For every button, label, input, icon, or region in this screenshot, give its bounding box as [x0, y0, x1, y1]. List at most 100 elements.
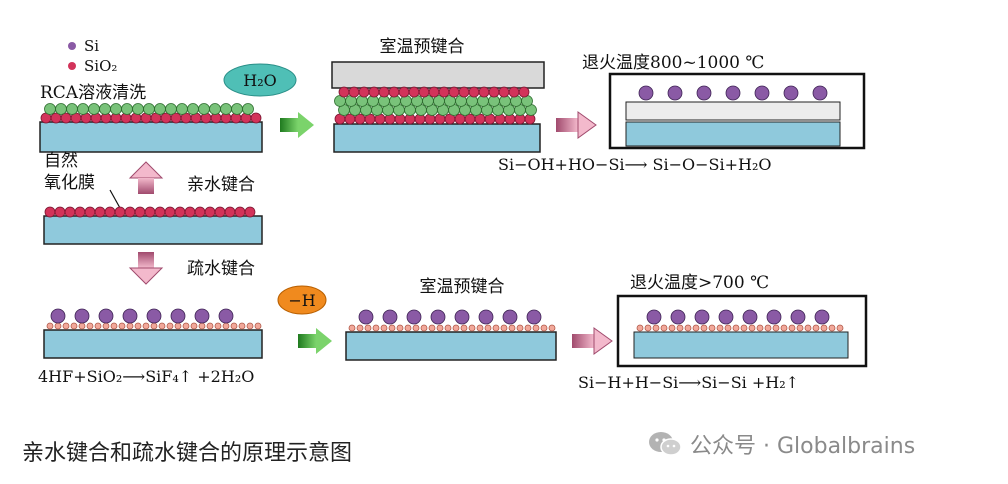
- atom: [756, 324, 764, 332]
- atom: [428, 324, 436, 332]
- atom: [548, 324, 556, 332]
- atom: [206, 322, 214, 330]
- atom: [836, 324, 844, 332]
- atom: [478, 309, 494, 325]
- atom: [170, 308, 186, 324]
- atom: [652, 324, 660, 332]
- atom: [165, 103, 177, 115]
- atom: [220, 103, 232, 115]
- atom: [121, 103, 133, 115]
- atom: [812, 85, 828, 101]
- atom: [102, 322, 110, 330]
- atom: [198, 103, 210, 115]
- atom: [150, 322, 158, 330]
- h-bubble-label: −H: [288, 291, 315, 310]
- substrate-top-right: [625, 121, 841, 147]
- atom: [460, 324, 468, 332]
- wechat-icon: [649, 432, 682, 456]
- atom: [646, 309, 662, 325]
- top-right-equation: Si−OH+HO−Si⟶ Si−O−Si+H₂O: [498, 155, 772, 174]
- atom: [84, 206, 96, 218]
- atom: [518, 86, 530, 98]
- atom: [198, 322, 206, 330]
- watermark: 公众号 · Globalbrains: [648, 428, 915, 460]
- atom: [476, 324, 484, 332]
- figure-caption: 亲水键合和疏水键合的原理示意图: [22, 441, 353, 466]
- atom: [502, 309, 518, 325]
- atom: [364, 324, 372, 332]
- atom: [118, 322, 126, 330]
- atom: [754, 85, 770, 101]
- atom: [428, 86, 440, 98]
- atom: [54, 206, 66, 218]
- atom: [388, 324, 396, 332]
- atom: [400, 95, 412, 107]
- atom: [238, 322, 246, 330]
- top-wafer-top-middle: [331, 61, 545, 89]
- atom: [62, 322, 70, 330]
- atom: [98, 308, 114, 324]
- atom: [142, 322, 150, 330]
- atom: [166, 322, 174, 330]
- h2o-bubble: [223, 63, 297, 97]
- top-middle-title: 室温预键合: [380, 37, 465, 57]
- top-wafer-top-right: [625, 101, 841, 121]
- atom: [492, 324, 500, 332]
- atom: [694, 309, 710, 325]
- atom: [214, 322, 222, 330]
- atom: [144, 206, 156, 218]
- atom: [358, 309, 374, 325]
- atom: [498, 86, 510, 98]
- atom: [231, 103, 243, 115]
- atom: [718, 309, 734, 325]
- atom: [466, 95, 478, 107]
- atom: [438, 86, 450, 98]
- atom: [510, 95, 522, 107]
- substrate-bottom-left: [43, 329, 263, 359]
- atom: [154, 206, 166, 218]
- atoms-top-right: [638, 85, 828, 101]
- atom: [804, 324, 812, 332]
- atom: [44, 206, 56, 218]
- atoms-top-middle: [334, 86, 537, 125]
- atom: [644, 324, 652, 332]
- atom: [182, 322, 190, 330]
- h-bubble: [277, 285, 327, 315]
- atom: [500, 324, 508, 332]
- arrow-right-bottom-2: [572, 327, 613, 355]
- oxide-pointer: [109, 189, 121, 209]
- atom: [526, 309, 542, 325]
- atom: [766, 309, 782, 325]
- bonding-diagram: Si SiO₂ RCA溶液清洗 H₂O 室温预键合 退火温度800~1000 ℃: [22, 30, 900, 400]
- oxide-label-2: 氧化膜: [44, 173, 95, 193]
- atom: [194, 308, 210, 324]
- atom: [660, 324, 668, 332]
- atom: [516, 324, 524, 332]
- atom: [218, 308, 234, 324]
- atom: [783, 85, 799, 101]
- atom: [378, 86, 390, 98]
- atom: [214, 206, 226, 218]
- atom: [418, 86, 430, 98]
- atom: [46, 322, 54, 330]
- substrate-bottom-middle: [345, 331, 557, 361]
- atom: [132, 103, 144, 115]
- atom: [244, 206, 256, 218]
- atoms-bottom-right: [636, 309, 844, 332]
- atom: [242, 103, 254, 115]
- legend-sio2-dot: [68, 62, 76, 70]
- atom: [44, 103, 56, 115]
- atom: [404, 324, 412, 332]
- atom: [420, 324, 428, 332]
- atom: [55, 103, 67, 115]
- atom: [380, 324, 388, 332]
- atom: [458, 86, 470, 98]
- atom: [88, 103, 100, 115]
- atom: [348, 86, 360, 98]
- substrate-center: [43, 215, 263, 245]
- atom: [187, 103, 199, 115]
- atom: [732, 324, 740, 332]
- arrow-right-top-2: [556, 111, 597, 139]
- atom: [412, 324, 420, 332]
- atom: [540, 324, 548, 332]
